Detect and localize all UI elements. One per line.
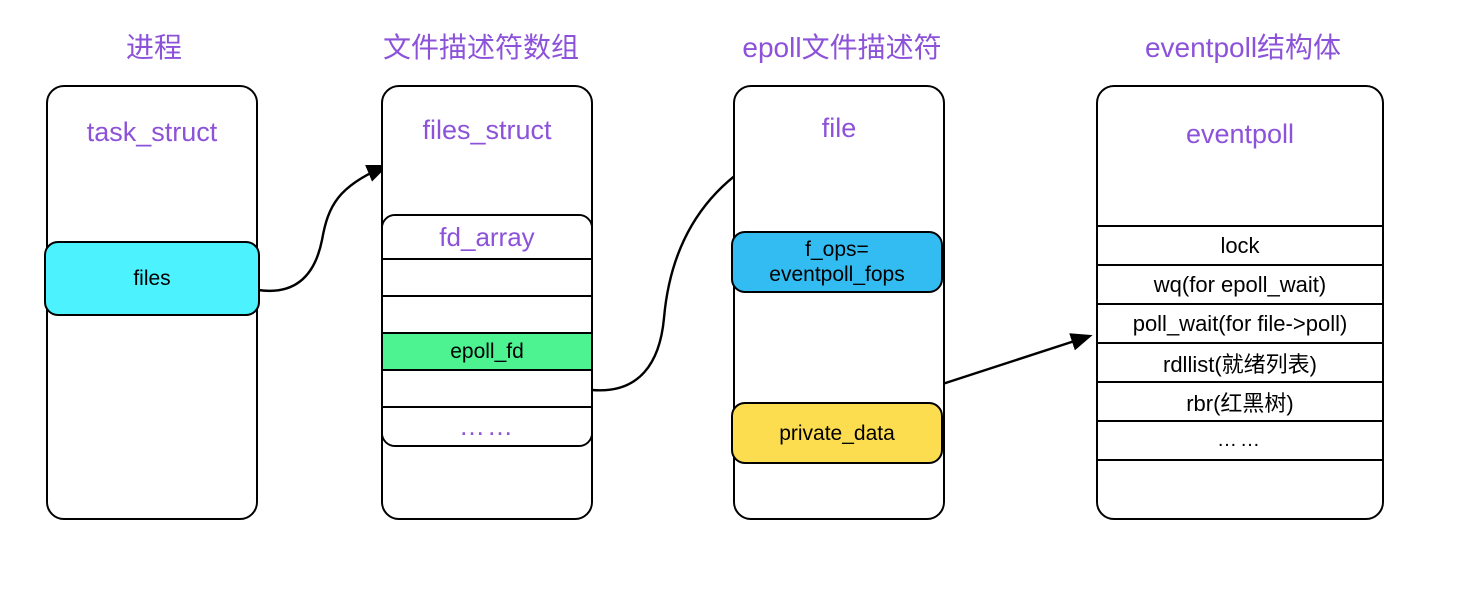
fd-array-row-1[interactable] [383, 297, 591, 334]
fd-array-header: fd_array [383, 216, 591, 260]
eventpoll-row-lock-label: lock [1220, 232, 1260, 258]
struct-name-eventpoll: eventpoll [1185, 119, 1295, 149]
arrow-private-data-to-eventpoll [923, 333, 1093, 392]
eventpoll-row-rbr[interactable]: rbr(红黑树) [1095, 381, 1385, 420]
eventpoll-row-ellipsis: …… [1095, 420, 1385, 459]
eventpoll-row-lock[interactable]: lock [1095, 225, 1385, 264]
fd-array-row-epoll-fd-label: epoll_fd [450, 339, 524, 363]
struct-name-files-struct: files_struct [422, 115, 552, 145]
column-title-fd-array: 文件描述符数组 [382, 32, 579, 63]
field-f-ops-label: f_ops= eventpoll_fops [769, 238, 905, 286]
fd-array-table: fd_array epoll_fd …… [381, 214, 593, 447]
fd-array-row-epoll-fd[interactable]: epoll_fd [383, 334, 591, 371]
field-files[interactable]: files [44, 241, 260, 316]
arrow-files-to-files-struct [257, 164, 389, 293]
fd-array-row-3[interactable] [383, 371, 591, 408]
column-title-eventpoll: eventpoll结构体 [1144, 32, 1342, 63]
field-files-label: files [133, 267, 171, 290]
eventpoll-ellipsis-label: …… [1217, 429, 1263, 451]
eventpoll-row-wq-label: wq(for epoll_wait) [1153, 271, 1327, 297]
field-f-ops[interactable]: f_ops= eventpoll_fops [731, 231, 943, 293]
eventpoll-field-list: lock wq(for epoll_wait) poll_wait(for fi… [1095, 225, 1385, 498]
column-title-process: 进程 [125, 32, 182, 63]
panel-eventpoll: eventpoll lock wq(for epoll_wait) poll_w… [1095, 85, 1385, 520]
column-title-epoll-fd: epoll文件描述符 [742, 32, 942, 63]
fd-array-ellipsis-label: …… [459, 411, 515, 441]
eventpoll-row-wq[interactable]: wq(for epoll_wait) [1095, 264, 1385, 303]
fd-array-row-0[interactable] [383, 260, 591, 297]
struct-name-task-struct: task_struct [86, 117, 218, 147]
eventpoll-row-poll-wait-label: poll_wait(for file->poll) [1132, 310, 1348, 336]
field-private-data-label: private_data [779, 421, 895, 445]
struct-name-file: file [821, 113, 857, 143]
eventpoll-row-rbr-label: rbr(红黑树) [1186, 390, 1294, 416]
eventpoll-row-rdllist[interactable]: rdllist(就绪列表) [1095, 342, 1385, 381]
eventpoll-row-poll-wait[interactable]: poll_wait(for file->poll) [1095, 303, 1385, 342]
field-private-data[interactable]: private_data [731, 402, 943, 464]
eventpoll-row-empty [1095, 459, 1385, 498]
eventpoll-row-rdllist-label: rdllist(就绪列表) [1163, 351, 1317, 377]
fd-array-row-ellipsis: …… [383, 408, 591, 445]
